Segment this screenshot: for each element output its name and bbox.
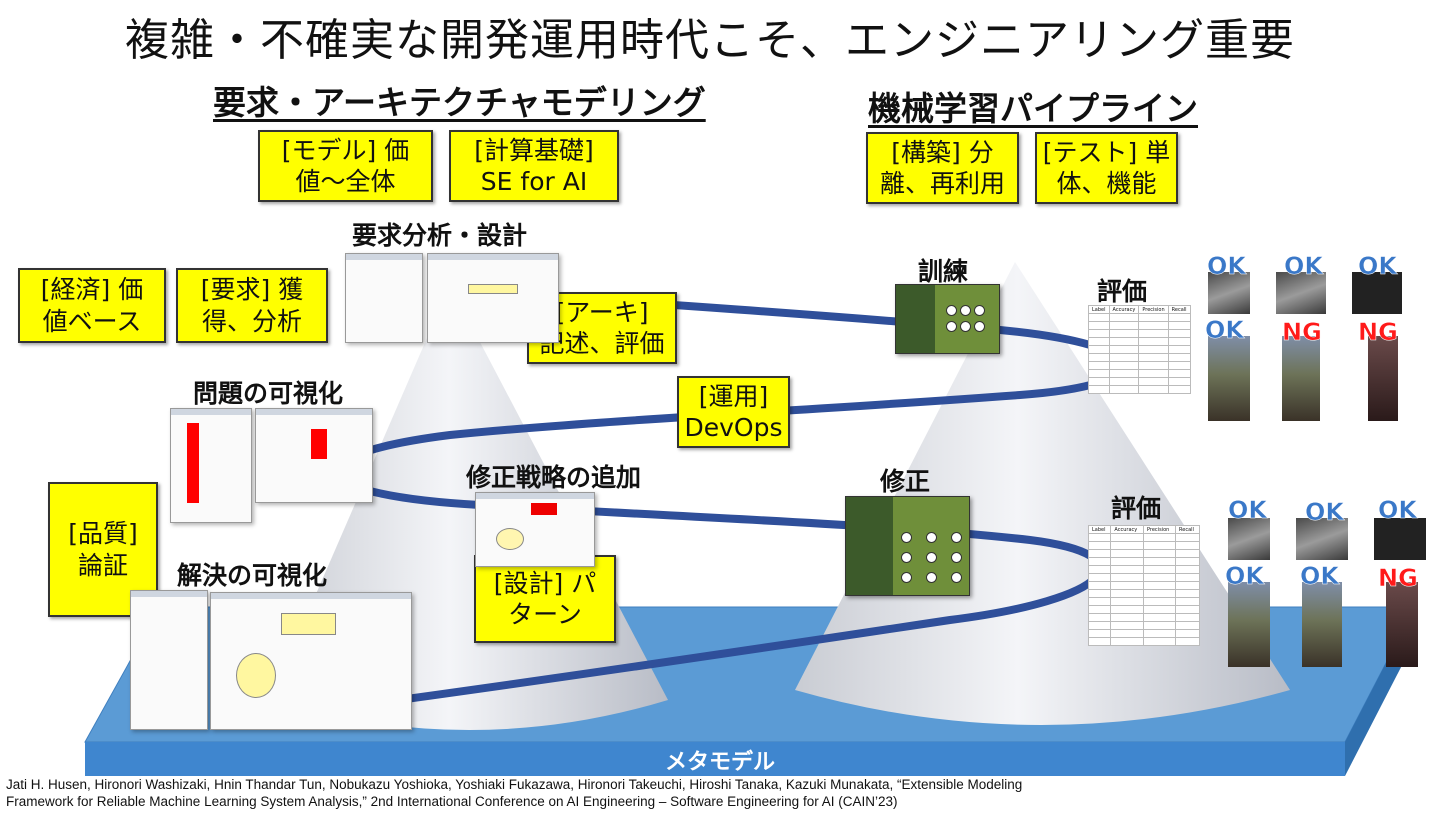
result-ok: OK [1205,316,1245,345]
box-se-for-ai: [計算基礎]SE for AI [449,130,619,202]
box-text: [品質] [68,519,138,549]
requirements-table-thumbnail [345,253,423,343]
table-header: Recall [1175,525,1200,534]
result-ok: OK [1305,498,1345,527]
car-image [1228,518,1270,560]
result-ng: NG [1358,318,1398,347]
label-requirements-design: 要求分析・設計 [352,221,528,250]
table-header: Accuracy [1108,305,1140,314]
problem-table-thumbnail [170,408,252,523]
result-ng: NG [1282,318,1322,347]
car-image [1374,518,1426,560]
car-image [1208,272,1250,314]
solution-graph-thumbnail [210,592,412,730]
box-text: [計算基礎] [474,135,594,165]
table-header: Accuracy [1110,525,1144,534]
box-text: [運用] [698,381,769,411]
citation-line: Framework for Reliable Machine Learning … [6,794,898,809]
section-heading-ml-pipeline: 機械学習パイプライン [868,89,1198,128]
box-text: [要求] 獲 [200,275,304,305]
result-ok: OK [1225,562,1265,591]
label-problem-visualization: 問題の可視化 [193,379,344,408]
person-image [1368,336,1398,421]
box-quality: [品質]論証 [48,482,158,617]
person-image [1228,582,1270,667]
box-text: [アーキ] [555,297,649,327]
section-heading-modeling: 要求・アーキテクチャモデリング [213,83,706,122]
solution-table-thumbnail [130,590,208,730]
box-build: [構築] 分離、再利用 [866,132,1019,204]
fix-network-thumbnail [845,496,970,596]
result-ok: OK [1358,252,1398,281]
box-text: [構築] 分 [891,137,994,167]
box-model-value: [モデル] 価値～全体 [258,130,433,202]
person-image [1282,336,1320,421]
box-test: [テスト] 単体、機能 [1035,132,1178,204]
box-economics: [経済] 価値ベース [18,268,166,343]
box-devops: [運用]DevOps [677,376,790,448]
label-fix-strategy: 修正戦略の追加 [466,463,642,492]
label-evaluation-2: 評価 [1111,494,1162,523]
result-ok: OK [1284,252,1324,281]
table-header: Label [1088,305,1110,314]
table-header: Recall [1167,305,1191,314]
problem-graph-thumbnail [255,408,373,503]
table-header: Precision [1138,305,1169,314]
box-text: [テスト] 単 [1042,137,1171,167]
platform-label: メタモデル [664,750,775,775]
box-text: [モデル] 価 [281,135,410,165]
slide-title: 複雑・不確実な開発運用時代こそ、エンジニアリング重要 [125,15,1295,66]
box-text: 記述、評価 [539,329,665,358]
platform-front [85,742,1345,776]
architecture-diagram-thumbnail [427,253,559,343]
fix-strategy-thumbnail [475,492,595,567]
box-text: [経済] 価 [40,275,144,305]
result-ok: OK [1378,496,1418,525]
label-fix: 修正 [880,467,931,496]
box-text: ターン [508,600,582,629]
citation: Jati H. Husen, Hironori Washizaki, Hnin … [6,776,1022,810]
box-text: [設計] パ [493,568,597,598]
box-text: 離、再利用 [879,169,1005,198]
result-ng: NG [1378,564,1418,593]
label-evaluation-1: 評価 [1097,277,1148,306]
car-image [1352,272,1402,314]
car-image [1296,518,1348,560]
box-text: 体、機能 [1056,169,1157,198]
result-ok: OK [1228,496,1268,525]
car-image [1276,272,1326,314]
citation-line: Jati H. Husen, Hironori Washizaki, Hnin … [6,777,1023,792]
result-ok: OK [1207,252,1247,281]
table-header: Precision [1142,525,1177,534]
result-ok: OK [1300,562,1340,591]
box-text: 論証 [77,550,128,580]
box-text: 得、分析 [201,306,302,336]
person-image [1302,582,1342,667]
box-text: 値ベース [42,306,142,336]
box-text: 値～全体 [295,167,396,196]
training-network-thumbnail [895,284,1000,354]
box-text: DevOps [684,413,783,442]
box-requirements: [要求] 獲得、分析 [176,268,328,343]
box-text: SE for AI [480,167,588,196]
table-header: Label [1087,525,1112,534]
person-image [1208,336,1250,421]
box-design-pattern: [設計] パターン [474,555,616,643]
label-training: 訓練 [918,257,969,286]
label-solution-visualization: 解決の可視化 [177,561,328,590]
person-image [1386,582,1418,667]
